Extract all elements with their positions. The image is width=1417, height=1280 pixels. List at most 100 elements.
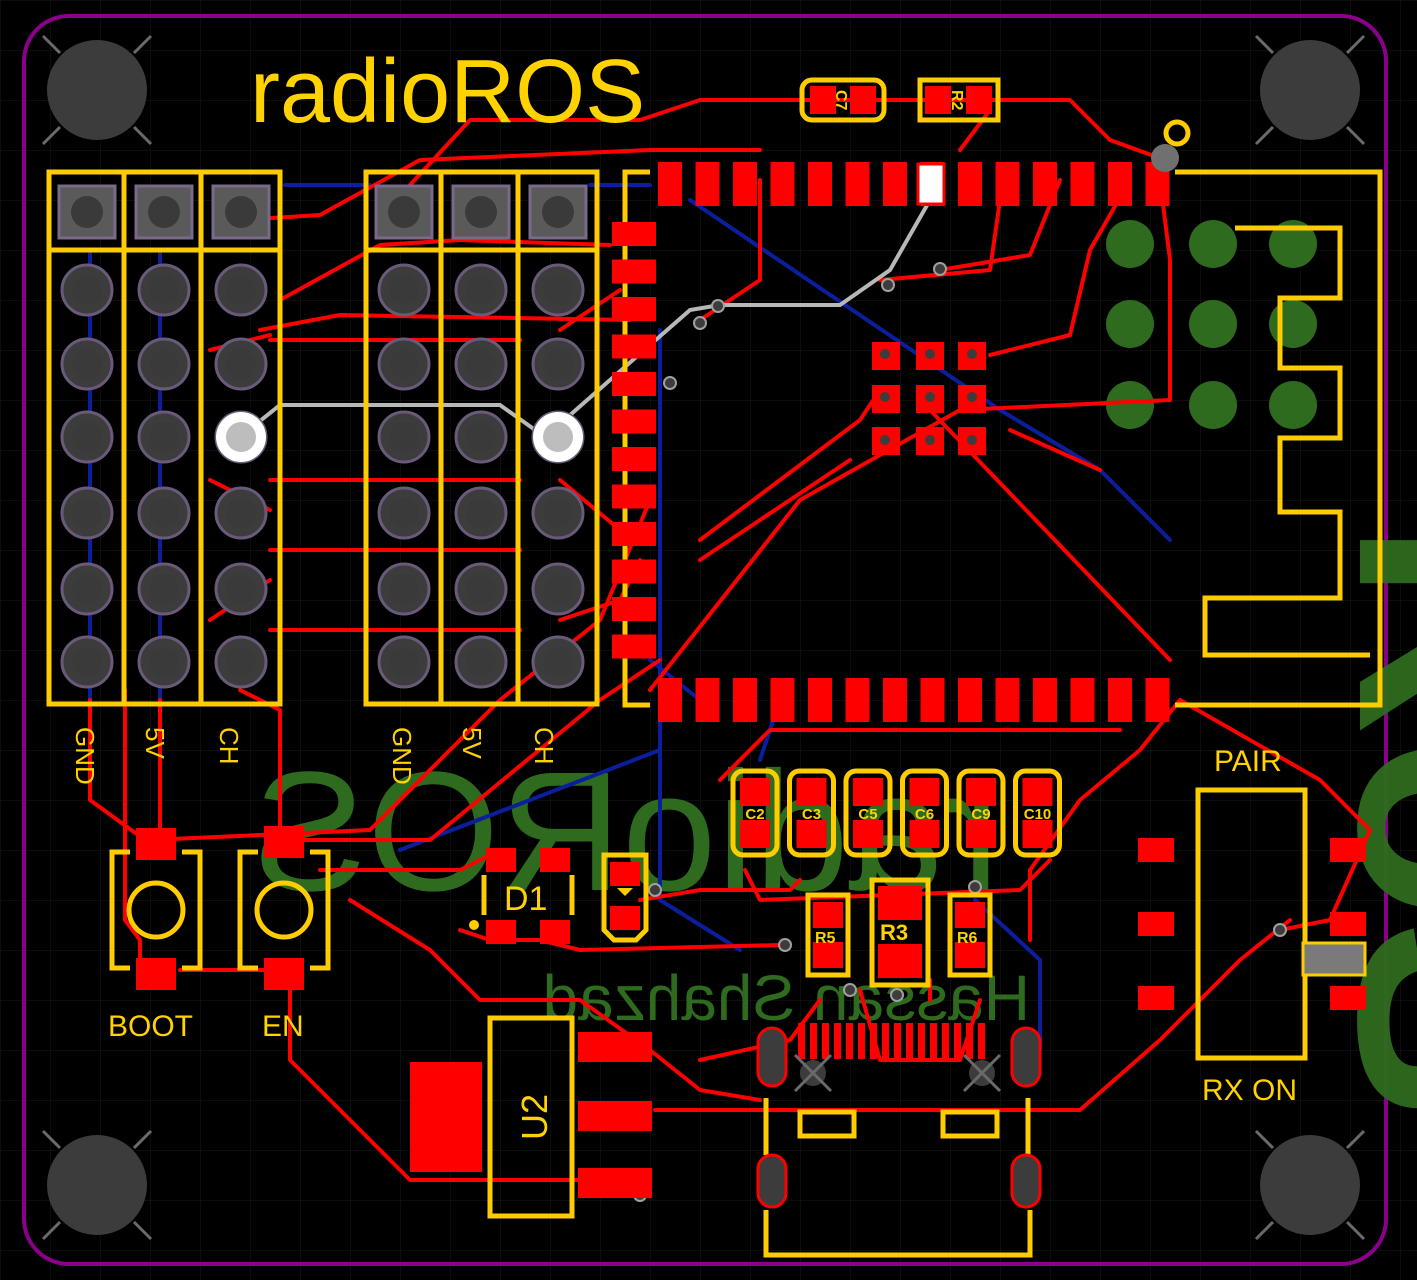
resistor-r5: R5 xyxy=(805,892,851,978)
esp-bottom-pad xyxy=(958,678,982,722)
antenna-pads xyxy=(1106,220,1317,429)
esp-left-pad xyxy=(612,484,656,509)
esp-left-pad xyxy=(612,447,656,471)
cap-c7: C7 xyxy=(799,77,887,123)
esp-left-pad xyxy=(612,409,656,434)
resistor-r3-label: R3 xyxy=(880,920,908,945)
header-right-label-ch: CH xyxy=(529,727,559,765)
usb-pin xyxy=(882,1023,889,1059)
esp-top-pad xyxy=(695,162,720,206)
esp-top-pad xyxy=(733,162,757,206)
header-left-label-ch: CH xyxy=(214,727,244,765)
top-small-parts: C7 R2 xyxy=(799,77,1001,123)
usb-pin xyxy=(810,1023,817,1059)
usb-pin xyxy=(846,1023,853,1059)
capacitor-label: C6 xyxy=(915,806,934,823)
esp-top-pad xyxy=(658,162,682,206)
usb-pin xyxy=(930,1023,937,1059)
usb-pin xyxy=(966,1023,973,1059)
capacitor-c3: C3 xyxy=(787,768,836,858)
esp-bottom-pad xyxy=(733,678,757,722)
esp-bottom-pad xyxy=(1033,678,1057,722)
usb-pin xyxy=(798,1023,805,1059)
capacitor-label: C9 xyxy=(971,806,990,823)
esp-top-pad xyxy=(1108,162,1132,206)
board-title: radioROS xyxy=(250,42,645,142)
esp-bottom-pad xyxy=(658,678,682,722)
esp-left-pad xyxy=(612,634,656,659)
esp-left-pad xyxy=(612,259,656,284)
led xyxy=(601,852,649,943)
capacitor-label: C10 xyxy=(1024,806,1052,823)
esp-bottom-pads xyxy=(658,678,1170,722)
esp-left-pad xyxy=(612,522,656,546)
diode-d1: D1 xyxy=(469,848,575,944)
usb-pin xyxy=(870,1023,877,1059)
usb-pin xyxy=(954,1023,961,1059)
esp-top-pad xyxy=(958,162,982,206)
esp-left-pad xyxy=(612,297,656,321)
resistor-r2: R2 xyxy=(917,77,1001,123)
esp-bottom-pad xyxy=(695,678,720,722)
usb-pin xyxy=(906,1023,913,1059)
capacitor-label: C5 xyxy=(858,806,877,823)
esp-top-pad xyxy=(995,162,1020,206)
pin-header-left xyxy=(46,169,283,707)
large-logo-text: RoS xyxy=(1296,520,1417,1120)
boot-button-label: BOOT xyxy=(108,1010,193,1043)
esp-center-pads xyxy=(872,342,986,455)
esp-left-pads xyxy=(612,222,656,659)
capacitor-label: C3 xyxy=(802,806,821,823)
mounting-hole-top-right xyxy=(1254,34,1366,146)
usb-pin xyxy=(978,1023,985,1059)
en-button-label: EN xyxy=(262,1010,304,1043)
header-left-labels: GND 5V CH xyxy=(70,727,244,785)
esp-top-pad xyxy=(1033,162,1057,206)
esp-left-pad xyxy=(612,372,656,396)
esp-top-pad xyxy=(808,162,832,206)
capacitor-c5: C5 xyxy=(843,768,893,858)
regulator-u2-label: U2 xyxy=(514,1094,555,1140)
esp-bottom-pad xyxy=(920,678,945,722)
header-right-label-5v: 5V xyxy=(457,727,487,759)
switch-actuator xyxy=(1301,941,1367,977)
esp-left-pad xyxy=(612,222,656,246)
slide-switch: PAIR RX ON xyxy=(1138,745,1367,1107)
esp-bottom-pad xyxy=(883,678,907,722)
esp-bottom-pad xyxy=(1070,678,1095,722)
pin-header-right xyxy=(363,169,600,707)
capacitor-label: C2 xyxy=(745,806,764,823)
boot-button: BOOT xyxy=(108,828,203,1043)
mounting-hole-bottom-left xyxy=(41,1129,153,1241)
usb-connector xyxy=(756,1023,1042,1258)
resistor-r2-label: R2 xyxy=(948,90,965,111)
capacitor-row: C2 C3 C5 C6 C9 C10 xyxy=(730,768,1062,858)
switch-label-pair: PAIR xyxy=(1214,745,1282,778)
header-right-labels: GND 5V CH xyxy=(387,727,559,785)
esp-pin1-dot xyxy=(1163,119,1191,147)
capacitor-c2: C2 xyxy=(730,768,780,858)
resistor-r6-label: R6 xyxy=(957,930,978,947)
resistor-r3: R3 xyxy=(869,877,931,988)
esp-bottom-pad xyxy=(845,678,870,722)
usb-pin xyxy=(918,1023,925,1059)
esp-top-pad xyxy=(883,162,907,206)
usb-pin xyxy=(834,1023,841,1059)
diode-d1-label: D1 xyxy=(504,880,547,918)
usb-pin xyxy=(894,1023,901,1059)
esp-top-pad xyxy=(770,162,795,206)
en-button: EN xyxy=(237,826,331,1043)
cap-c7-label: C7 xyxy=(832,90,849,111)
header-left-label-gnd: GND xyxy=(70,727,100,785)
capacitor-c6: C6 xyxy=(900,768,949,858)
esp-bottom-pad xyxy=(770,678,795,722)
board-outline xyxy=(22,14,1388,1266)
esp-pin1-marker xyxy=(916,162,946,206)
capacitor-c10: C10 xyxy=(1013,768,1062,858)
vias xyxy=(633,262,1287,1202)
header-left-label-5v: 5V xyxy=(140,727,170,759)
esp-left-pad xyxy=(612,559,656,584)
usb-pin xyxy=(822,1023,829,1059)
resistor-r5-label: R5 xyxy=(815,930,836,947)
switch-label-rx-on: RX ON xyxy=(1202,1074,1297,1107)
